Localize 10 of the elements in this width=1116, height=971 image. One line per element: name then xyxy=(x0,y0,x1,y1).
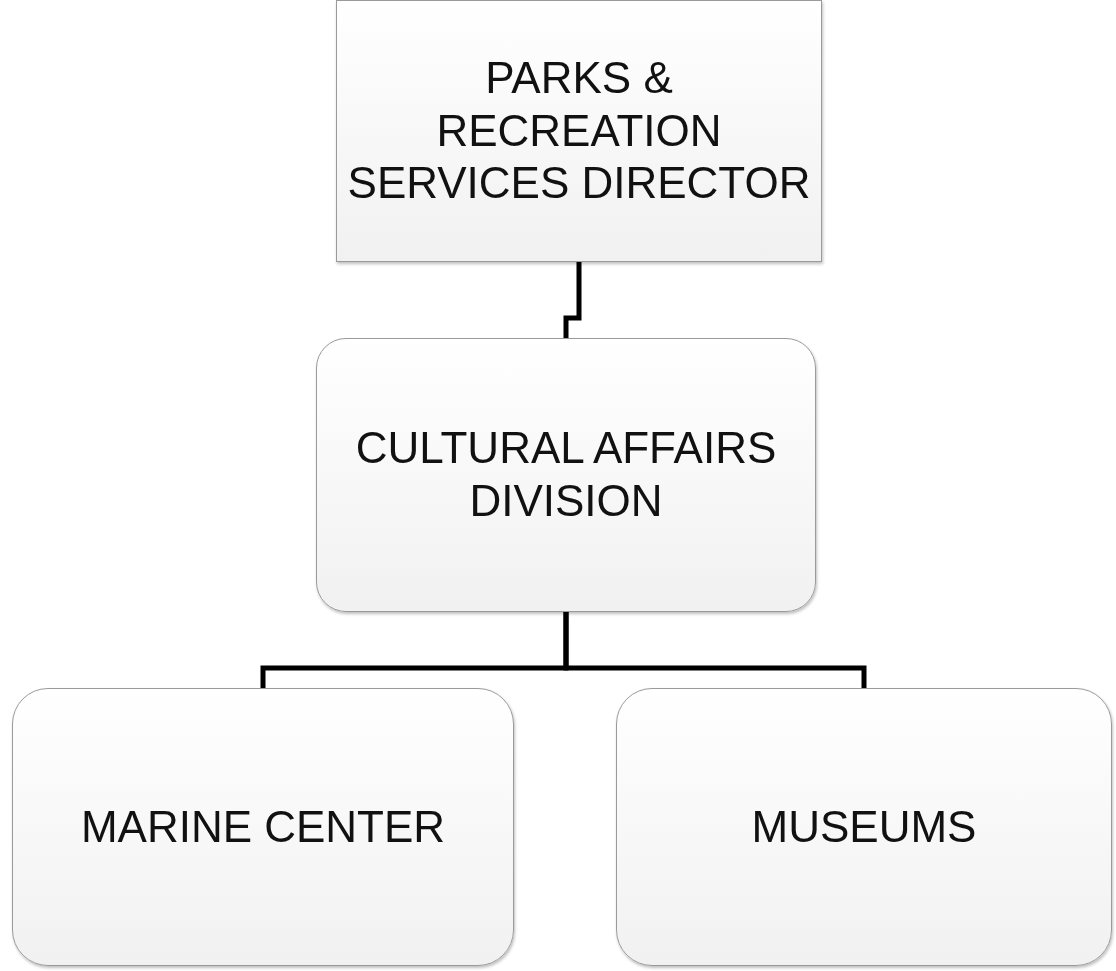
connector-line xyxy=(563,262,582,338)
rounded-box xyxy=(616,688,1112,966)
connector-line xyxy=(563,612,867,688)
rounded-box xyxy=(316,338,816,612)
node-label: MARINE CENTER xyxy=(79,800,447,853)
node-label: PARKS & RECREATION SERVICES DIRECTOR xyxy=(346,51,812,210)
node-label: MUSEUMS xyxy=(750,800,978,853)
rounded-box xyxy=(12,688,514,966)
box xyxy=(336,0,822,262)
node-label: CULTURAL AFFAIRS DIVISION xyxy=(354,422,778,527)
